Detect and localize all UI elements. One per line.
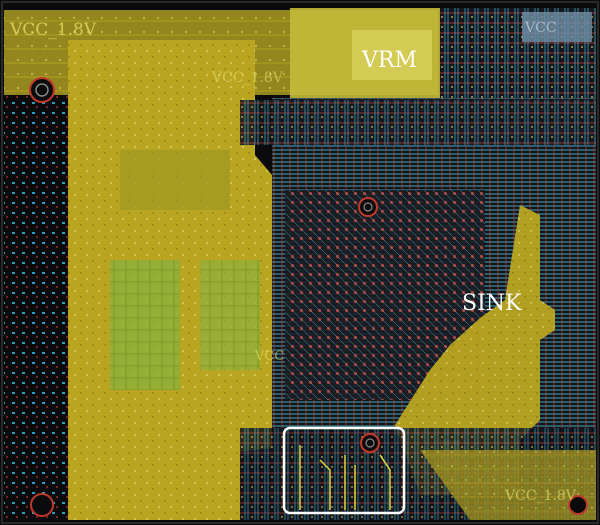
vcc-label-bottom-right: VCC_1.8V — [504, 488, 577, 504]
green-copper-region-1 — [110, 260, 180, 390]
top-right-vcc-block — [522, 12, 592, 42]
green-copper-region-2 — [200, 260, 260, 370]
sink-copper-region — [395, 205, 555, 495]
vcc-label-top-right: VCC — [524, 20, 557, 36]
highlight-box-traces — [299, 445, 391, 510]
mounting-hole-top-left — [29, 77, 55, 103]
vcc-label-mid: VCC_1.8V — [211, 70, 284, 86]
mounting-hole-bottom-right — [568, 495, 588, 515]
vrm-label: VRM — [361, 48, 417, 73]
trace-routing-band — [240, 100, 596, 145]
mounting-hole-center — [358, 197, 378, 217]
bottom-right-copper — [420, 450, 596, 520]
highlight-box — [282, 426, 406, 515]
sink-label: SINK — [462, 291, 522, 316]
vcc-label-top-left: VCC_1.8V — [9, 20, 97, 40]
green-copper-region-3 — [120, 150, 230, 210]
mounting-hole-bottom-left — [30, 493, 54, 517]
vcc-label-left-mid: VCC — [254, 349, 284, 364]
vrm-inner-block — [352, 30, 432, 80]
mounting-hole-bottom-box — [360, 433, 380, 453]
left-component-area — [4, 40, 68, 520]
